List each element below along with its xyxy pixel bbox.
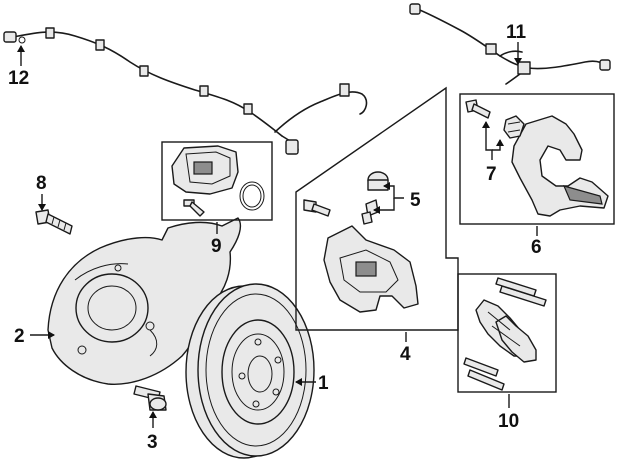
caliper-inset-9 xyxy=(161,141,273,221)
caliper-bracket-bolt xyxy=(35,209,73,235)
callout-8: 8 xyxy=(36,173,47,194)
callout-10: 10 xyxy=(498,411,519,432)
caliper-bracket-inset-6 xyxy=(459,93,615,225)
callout-labels: 12 11 8 2 3 1 9 4 5 7 6 10 xyxy=(8,22,542,453)
callout-5: 5 xyxy=(410,190,421,211)
callout-4: 4 xyxy=(400,344,411,365)
brake-backing-plate xyxy=(47,217,242,385)
abs-sensor-harness-rear-left xyxy=(3,27,368,155)
callout-12: 12 xyxy=(8,68,29,89)
brake-pads-inset-10 xyxy=(457,273,557,393)
leader-lines xyxy=(17,42,538,428)
callout-1: 1 xyxy=(318,373,329,394)
callout-9: 9 xyxy=(211,236,222,257)
brake-rotor xyxy=(185,283,315,459)
callout-3: 3 xyxy=(147,432,158,453)
callout-11: 11 xyxy=(506,22,527,43)
callout-7: 7 xyxy=(486,164,497,185)
callout-6: 6 xyxy=(531,237,542,258)
backing-plate-bolt xyxy=(133,385,167,411)
caliper-assembly-group-4 xyxy=(295,86,459,331)
abs-sensor-harness-rear-right xyxy=(409,3,611,85)
callout-2: 2 xyxy=(14,326,25,347)
